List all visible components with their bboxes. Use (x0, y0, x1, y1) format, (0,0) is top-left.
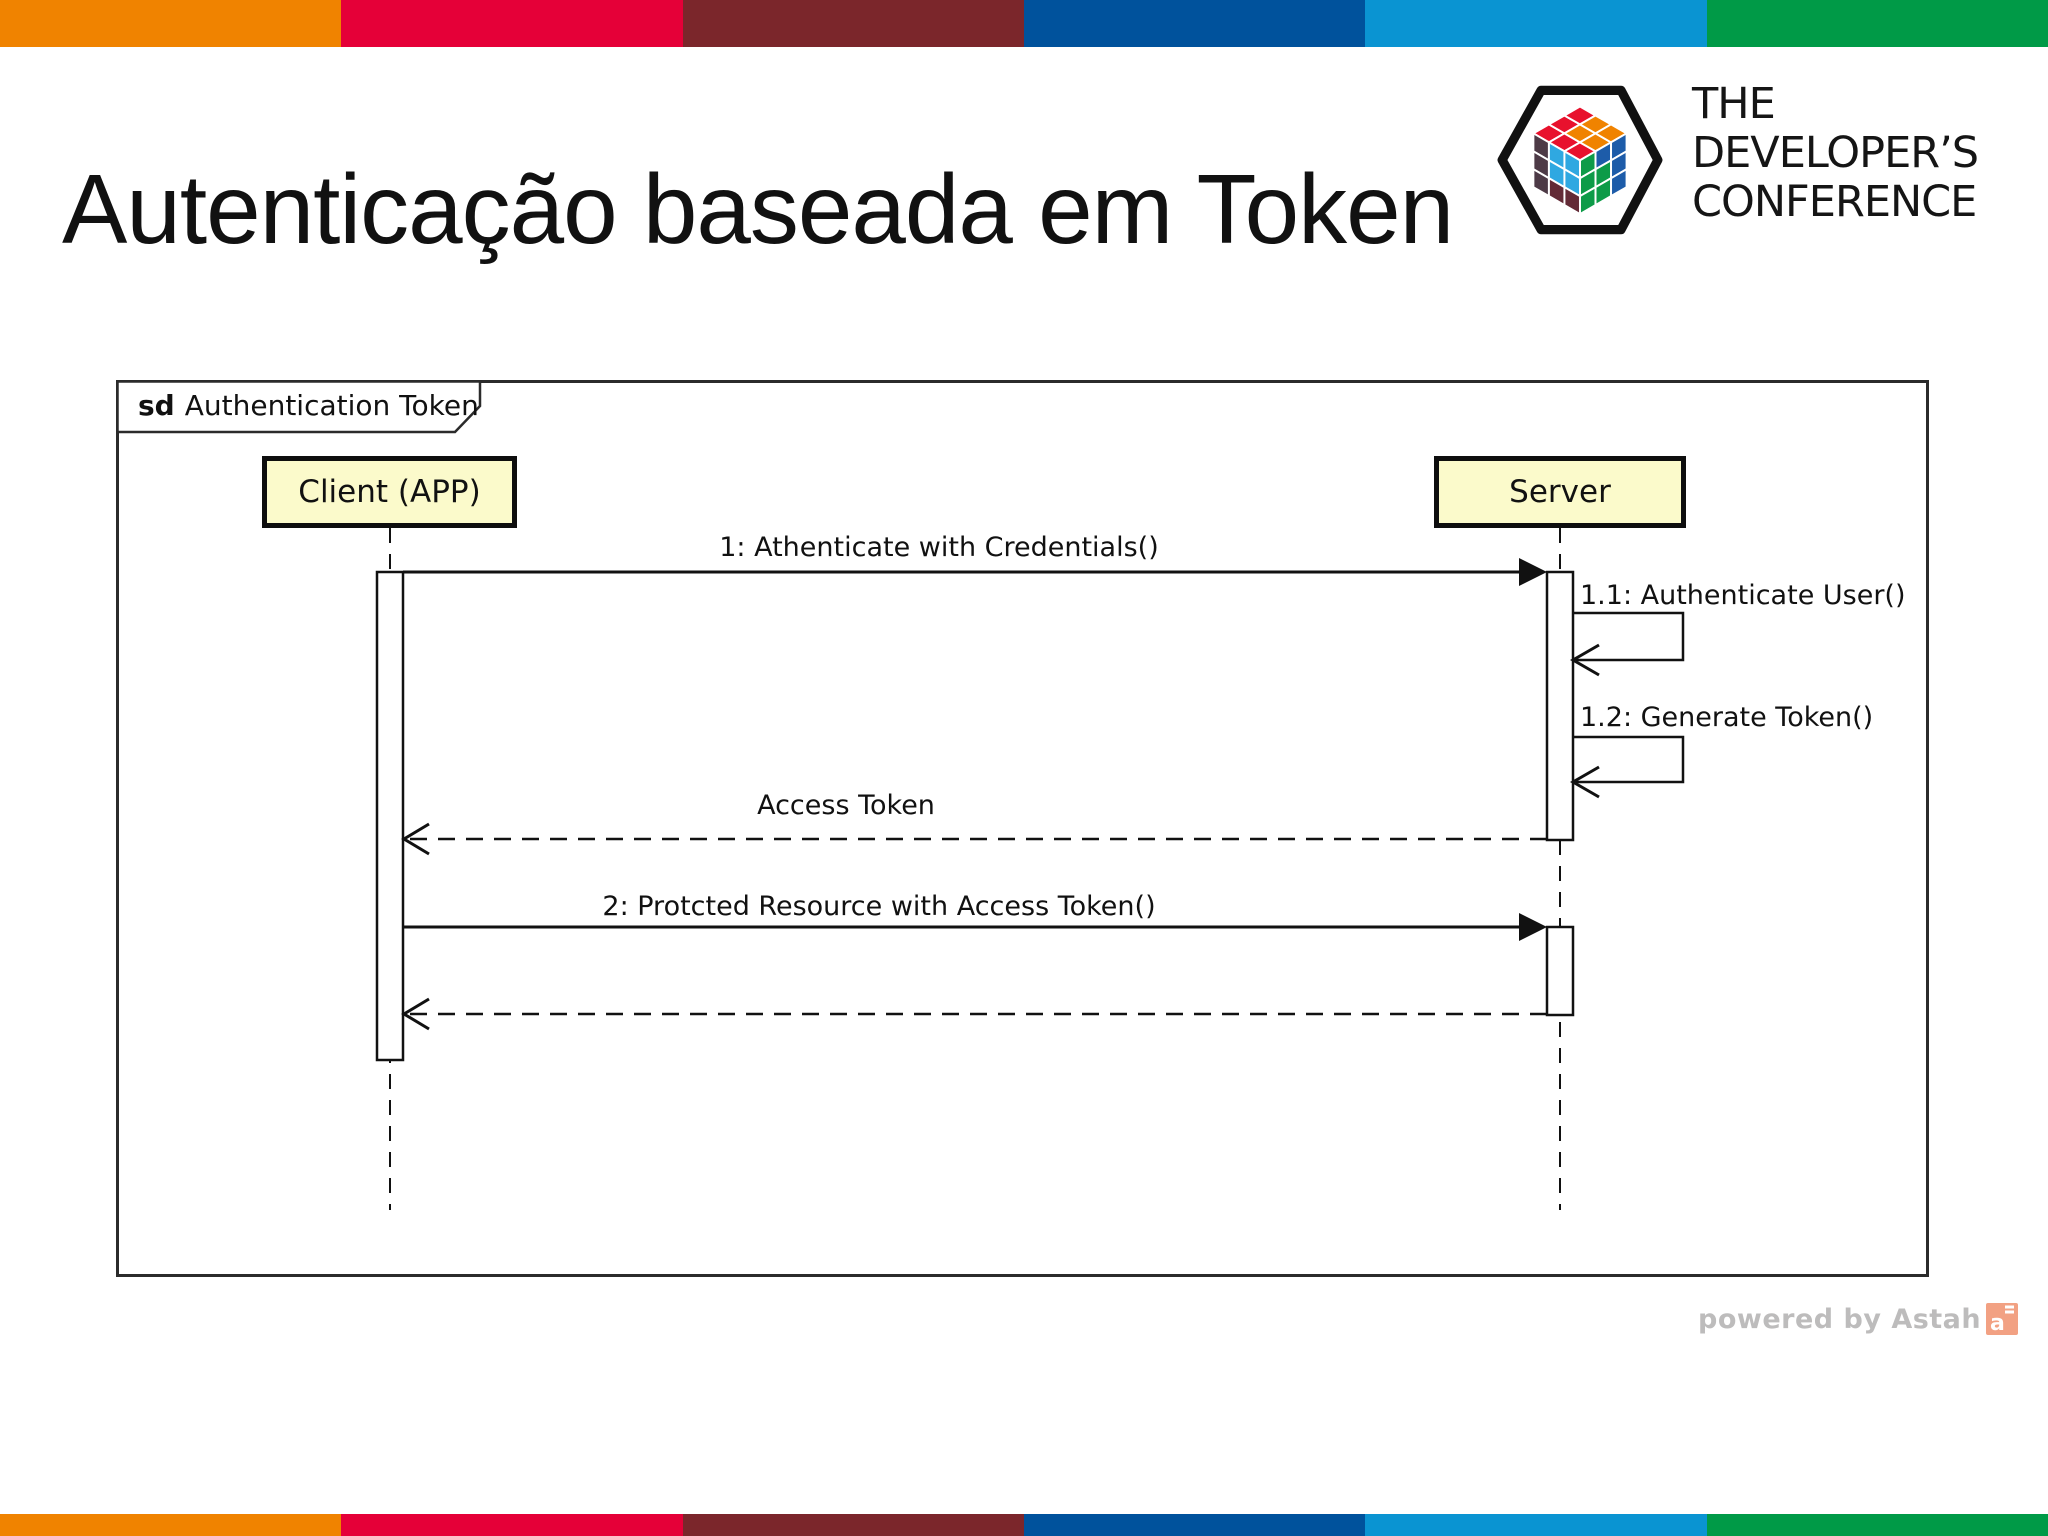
lifeline-head-server: Server (1434, 456, 1686, 528)
self-loop-1 (1573, 611, 1685, 662)
powered-by-text: powered by Astah (1698, 1303, 1982, 1335)
brand-stripe (1365, 1514, 1707, 1536)
activation-server-2 (1545, 925, 1575, 1017)
tdc-logo-wordmark: THE DEVELOPER’S CONFERENCE (1692, 79, 1979, 227)
brand-stripe-bar-bottom (0, 1514, 2048, 1536)
logo-line: DEVELOPER’S (1692, 128, 1979, 178)
message-label-1: 1: Athenticate with Credentials() (719, 532, 1159, 563)
brand-stripe (1365, 0, 1707, 47)
svg-text:a: a (1990, 1311, 2005, 1335)
self-message-label-1: 1.1: Authenticate User() (1580, 580, 1906, 611)
brand-stripe (1023, 1514, 1366, 1536)
logo-line: THE (1692, 79, 1776, 129)
logo-line: CONFERENCE (1692, 177, 1977, 227)
frame-title: Authentication Token (184, 389, 479, 422)
astah-logo-icon: a (1986, 1303, 2019, 1335)
self-loop-1-arrowhead (1569, 643, 1600, 677)
self-message-label-2: 1.2: Generate Token() (1580, 702, 1874, 733)
activation-client (375, 570, 405, 1062)
brand-stripe (1706, 1514, 2048, 1536)
brand-stripe (1023, 0, 1366, 47)
frame-label: sd Authentication Token (138, 389, 479, 422)
tdc-logo: THE DEVELOPER’S CONFERENCE (1496, 80, 2016, 240)
lifeline-head-server-label: Server (1509, 474, 1611, 510)
lifeline-head-client-label: Client (APP) (298, 474, 481, 510)
brand-stripe (341, 1514, 683, 1536)
cube-right-face (1579, 131, 1628, 216)
powered-by-credit: powered by Astah a (1698, 1303, 2019, 1335)
return-message-label: Access Token (757, 790, 935, 821)
brand-stripe (0, 1514, 342, 1536)
cube-left-face (1532, 131, 1581, 216)
message-1-arrowhead (1519, 558, 1547, 586)
return-1-arrowhead (401, 822, 430, 856)
self-loop-2-arrowhead (1569, 765, 1600, 799)
lifeline-head-client: Client (APP) (262, 456, 517, 528)
brand-stripe (0, 0, 342, 47)
message-label-2: 2: Protcted Resource with Access Token() (602, 891, 1156, 922)
brand-stripe (341, 0, 683, 47)
tdc-cube-icon (1497, 85, 1663, 235)
sequence-diagram-frame: sd Authentication Token Client (APP) Serv… (116, 380, 1929, 1277)
page-title: Autenticação baseada em Token (62, 154, 1454, 264)
sequence-diagram-canvas (116, 380, 1929, 1277)
brand-stripe-bar-top (0, 0, 2048, 47)
return-2-arrowhead (401, 997, 430, 1031)
activation-server-1 (1545, 570, 1575, 842)
brand-stripe (682, 0, 1024, 47)
frame-border (116, 380, 1929, 1277)
frame-label-tab (116, 380, 482, 434)
brand-stripe (1706, 0, 2048, 47)
message-2-arrowhead (1519, 913, 1547, 941)
brand-stripe (682, 1514, 1024, 1536)
frame-keyword: sd (138, 389, 175, 422)
self-loop-2 (1573, 735, 1685, 784)
